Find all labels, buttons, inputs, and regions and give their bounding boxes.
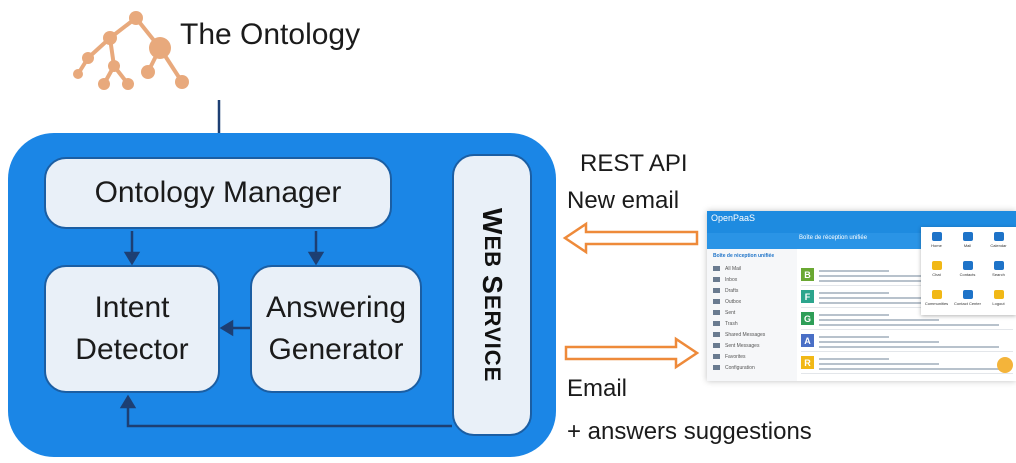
mail-preview-line — [819, 346, 999, 348]
incoming-email-arrow — [562, 221, 699, 255]
mail-preview-line — [819, 363, 939, 365]
sender-avatar: G — [801, 312, 814, 325]
launcher-item-label: Logout — [992, 301, 1005, 306]
mail-preview-line — [819, 319, 939, 321]
app-inbox-title: Boîte de réception unifiée — [799, 235, 868, 241]
sidebar-item[interactable]: All Mail — [707, 263, 797, 274]
gear-icon — [713, 365, 720, 370]
app-icon — [931, 290, 942, 299]
launcher-item-label: Home — [931, 243, 942, 248]
sidebar-item[interactable]: Shared Messages — [707, 329, 797, 340]
mail-row[interactable]: B — [801, 265, 1013, 286]
sender-avatar: F — [801, 290, 814, 303]
intent-detector-label-line1: Intent — [94, 291, 170, 324]
launcher-item-label: Contact Center — [954, 301, 981, 306]
folder-icon — [713, 299, 720, 304]
answers-suggestions-label: + answers suggestions — [567, 418, 812, 445]
launcher-item[interactable]: Contacts — [952, 256, 983, 284]
sender-avatar: B — [801, 268, 814, 281]
mail-preview-line — [819, 275, 939, 277]
new-email-label: New email — [567, 187, 680, 214]
mail-preview-line — [819, 292, 889, 294]
sidebar-item[interactable]: Outbox — [707, 296, 797, 307]
mail-row[interactable]: R — [801, 353, 1013, 374]
web-service-block: WEB SERVICE — [452, 154, 532, 436]
folder-icon — [713, 277, 720, 282]
ontology-manager-label: Ontology Manager — [94, 176, 342, 209]
ontology-title: The Ontology — [180, 18, 361, 51]
launcher-item[interactable]: Search — [983, 256, 1014, 284]
app-icon — [993, 261, 1004, 270]
mail-preview-line — [819, 280, 999, 282]
launcher-item[interactable]: Logout — [983, 285, 1014, 313]
app-icon — [993, 290, 1004, 299]
app-icon — [962, 232, 973, 241]
compose-button[interactable] — [997, 357, 1013, 373]
mail-row[interactable]: F — [801, 287, 1013, 308]
web-service-label: WEB SERVICE — [477, 207, 508, 383]
launcher-item-label: Mail — [963, 243, 972, 248]
sidebar-item[interactable]: Trash — [707, 318, 797, 329]
mail-preview-line — [819, 368, 999, 370]
intent-detector-block: Intent Detector — [44, 265, 220, 393]
app-icon — [962, 261, 973, 270]
sender-avatar: R — [801, 356, 814, 369]
folder-icon — [713, 310, 720, 315]
app-brand: OpenPaaS — [711, 213, 756, 223]
answering-generator-label-line2: Generator — [268, 333, 404, 366]
email-label: Email — [567, 375, 628, 402]
intent-detector-label-line2: Detector — [75, 333, 189, 366]
launcher-item[interactable]: Contact Center — [952, 285, 983, 313]
folder-icon — [713, 332, 720, 337]
launcher-item-label: Search — [992, 272, 1005, 277]
app-icon — [993, 232, 1004, 241]
folder-icon — [713, 321, 720, 326]
launcher-item[interactable]: Home — [921, 227, 952, 255]
app-icon — [962, 290, 973, 299]
folder-icon — [713, 266, 720, 271]
launcher-item[interactable]: Mail — [952, 227, 983, 255]
mail-preview-line — [819, 336, 889, 338]
answering-generator-block: Answering Generator — [250, 265, 422, 393]
answering-generator-label-line1: Answering — [265, 291, 407, 324]
mail-app-screenshot: OpenPaaS Boîte de réception unifiée Boît… — [707, 211, 1016, 381]
ontology-tree-icon — [73, 11, 189, 90]
app-sidebar: Boîte de réception unifiée All Mail Inbo… — [707, 249, 797, 381]
mail-preview-line — [819, 297, 939, 299]
rest-api-label: REST API — [580, 150, 688, 177]
sidebar-item[interactable]: Inbox — [707, 274, 797, 285]
mail-preview-line — [819, 314, 889, 316]
launcher-item-label: Contacts — [959, 272, 976, 277]
mail-row[interactable]: G — [801, 309, 1013, 330]
mail-row[interactable]: A — [801, 331, 1013, 352]
launcher-item-label: Communities — [924, 301, 949, 306]
sidebar-item[interactable]: Sent — [707, 307, 797, 318]
outgoing-answers-arrow — [564, 336, 700, 370]
launcher-item[interactable]: Calendar — [983, 227, 1014, 255]
app-icon — [931, 261, 942, 270]
mail-preview-line — [819, 270, 889, 272]
folder-icon — [713, 288, 720, 293]
launcher-item[interactable]: Chat — [921, 256, 952, 284]
app-icon — [931, 232, 942, 241]
mail-preview-line — [819, 341, 939, 343]
sidebar-item[interactable]: Sent Messages — [707, 340, 797, 351]
folder-icon — [713, 354, 720, 359]
launcher-item[interactable]: Communities — [921, 285, 952, 313]
mail-preview-line — [819, 302, 999, 304]
sender-avatar: A — [801, 334, 814, 347]
mail-preview-line — [819, 358, 889, 360]
sidebar-item[interactable]: Configuration — [707, 362, 797, 373]
folder-icon — [713, 343, 720, 348]
ontology-manager-block: Ontology Manager — [44, 157, 392, 229]
launcher-item-label: Chat — [932, 272, 941, 277]
mail-preview-line — [819, 324, 999, 326]
sidebar-heading: Boîte de réception unifiée — [713, 253, 775, 259]
sidebar-item[interactable]: Favorites — [707, 351, 797, 362]
launcher-item-label: Calendar — [990, 243, 1007, 248]
sidebar-item[interactable]: Drafts — [707, 285, 797, 296]
